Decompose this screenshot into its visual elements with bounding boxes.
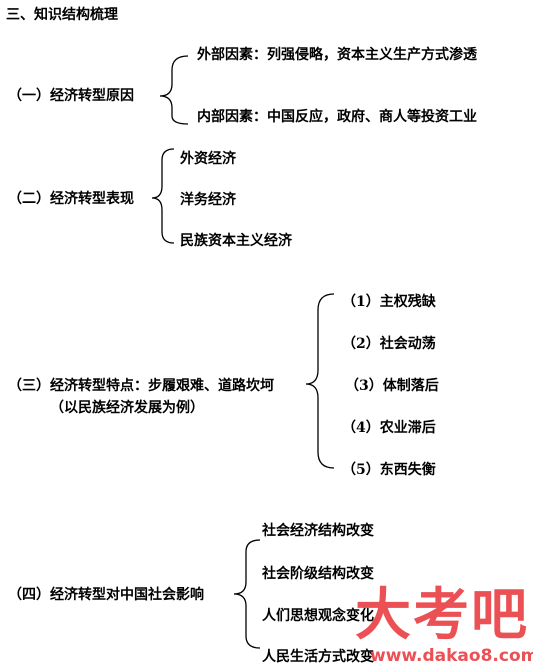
section-1-label: （一）经济转型原因 [8, 88, 134, 104]
section-2-item: 洋务经济 [180, 192, 236, 208]
section-3-sublabel: （以民族经济发展为例） [50, 400, 204, 416]
brace-section-3 [305, 293, 335, 469]
section-3-item: （5）东西失衡 [342, 462, 436, 478]
brace-section-4 [233, 539, 261, 649]
watermark-logo: 大考吧 [355, 583, 529, 648]
section-4-item: 社会阶级结构改变 [262, 566, 374, 582]
section-2-item: 外资经济 [180, 151, 236, 167]
section-4-item: 人民生活方式改变 [262, 649, 374, 665]
section-2-item: 民族资本主义经济 [180, 233, 292, 249]
section-3-label: （三）经济转型特点：步履艰难、道路坎坷 [8, 378, 274, 394]
section-4-label: （四）经济转型对中国社会影响 [8, 587, 204, 603]
brace-section-2 [151, 148, 175, 244]
section-3-item: （3）体制落后 [345, 378, 439, 394]
brace-section-1 [159, 55, 189, 125]
section-heading: 三、知识结构梳理 [6, 7, 118, 23]
section-2-label: （二）经济转型表现 [8, 191, 134, 207]
section-3-item: （2）社会动荡 [342, 336, 436, 352]
section-4-item: 人们思想观念变化 [262, 608, 374, 624]
watermark-url: www.dakao8.com [370, 646, 533, 666]
section-1-item: 内部因素：中国反应，政府、商人等投资工业 [197, 109, 477, 125]
section-3-item: （4）农业滞后 [342, 420, 436, 436]
section-1-item: 外部因素：列强侵略，资本主义生产方式渗透 [197, 47, 477, 63]
section-3-item: （1）主权残缺 [342, 294, 436, 310]
section-4-item: 社会经济结构改变 [262, 523, 374, 539]
